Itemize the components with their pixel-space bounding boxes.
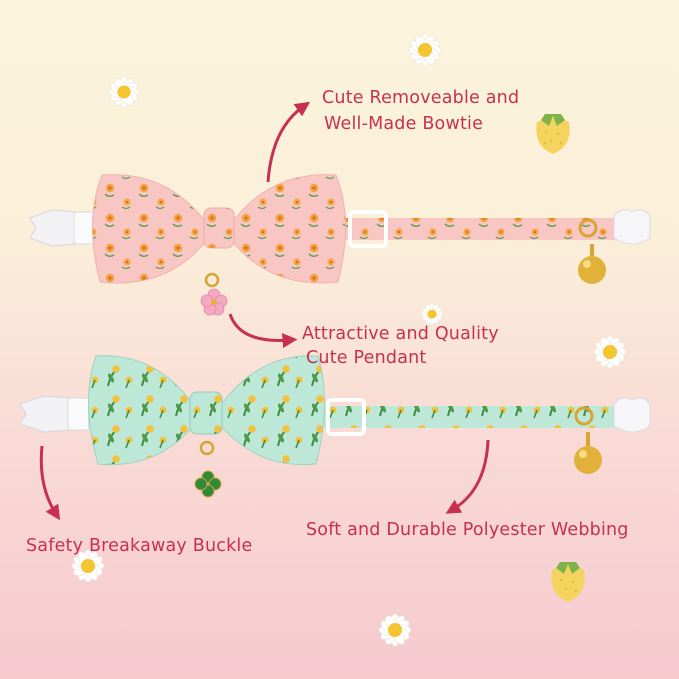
flower-pendant-icon	[200, 272, 228, 316]
pink-collar	[29, 174, 651, 316]
daisy-icon	[71, 549, 105, 583]
bowtie-label-line1: Cute Removeable and	[322, 88, 520, 108]
daisy-icon	[408, 33, 442, 67]
arrow-buckle	[39, 445, 61, 521]
pendant-label-line2: Cute Pendant	[306, 348, 427, 368]
arrow-pendant	[228, 313, 298, 349]
mint-collar	[19, 355, 651, 498]
strawberry-icon	[536, 114, 570, 154]
release-tab	[613, 209, 651, 245]
bowtie-label-line2: Well-Made Bowtie	[324, 114, 484, 134]
release-tab	[613, 397, 651, 433]
bowtie	[91, 174, 347, 284]
buckle-icon	[29, 209, 97, 247]
bell-icon	[578, 218, 606, 284]
daisy-icon	[108, 76, 140, 108]
buckle-label: Safety Breakaway Buckle	[26, 536, 253, 556]
daisy-icon	[593, 335, 627, 369]
clover-pendant-icon	[194, 440, 222, 498]
webbing-label: Soft and Durable Polyester Webbing	[306, 520, 629, 540]
slide-adjuster	[326, 398, 366, 436]
daisy-icon	[421, 303, 443, 325]
buckle-icon	[19, 395, 91, 433]
slide-adjuster	[348, 210, 388, 248]
pendant-label-line1: Attractive and Quality	[302, 324, 499, 344]
daisy-icon	[378, 613, 412, 647]
arrow-bowtie	[266, 101, 311, 183]
bell-icon	[574, 406, 602, 474]
strawberry-icon	[551, 562, 585, 602]
bowtie	[87, 355, 326, 466]
arrow-webbing	[445, 439, 490, 514]
